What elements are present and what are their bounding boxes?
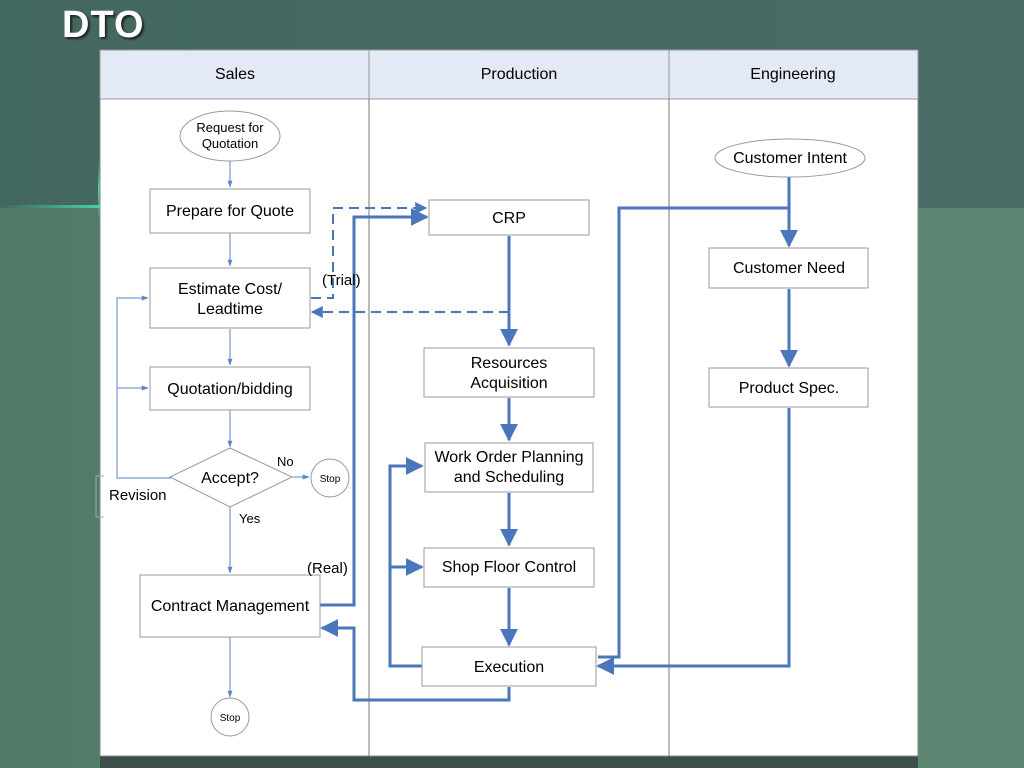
edge-execution-to-workorder (388, 457, 424, 600)
lane-header-production (368, 49, 670, 100)
node-estimate-cost: Estimate Cost/ Leadtime (149, 267, 311, 329)
svg-text:Quotation/bidding: Quotation/bidding (167, 381, 292, 398)
node-execution: Execution (421, 646, 597, 687)
edge-execution-to-shopfloor (388, 558, 424, 668)
lane-title-engineering: Engineering (750, 66, 835, 83)
edge-execution-to-contract (320, 619, 511, 702)
revision-frame (95, 475, 104, 518)
label-trial: (Trial) (322, 272, 361, 289)
edge-real-contract-to-crp (320, 208, 429, 607)
node-crp: CRP (428, 199, 590, 236)
svg-text:Customer Need: Customer Need (733, 260, 845, 277)
svg-text:Contract Management: Contract Management (151, 598, 310, 615)
lane-title-production: Production (481, 66, 558, 83)
edge-spec-to-execution (596, 408, 791, 675)
node-customer-intent: Customer Intent (714, 138, 866, 178)
svg-text:Execution: Execution (474, 659, 544, 676)
node-customer-need: Customer Need (708, 247, 869, 289)
bottom-strip (100, 756, 918, 768)
node-accept-decision: Accept? (168, 447, 294, 508)
node-work-order-planning: Work Order Planning and Scheduling (424, 442, 594, 493)
svg-text:Resources: Resources (471, 355, 547, 372)
label-real: (Real) (307, 560, 348, 577)
lane-header-engineering (668, 49, 919, 100)
node-prepare-for-quote: Prepare for Quote (149, 188, 311, 234)
svg-text:Acquisition: Acquisition (470, 375, 547, 392)
node-stop-no: Stop (310, 458, 350, 498)
label-no: No (277, 454, 294, 469)
node-shop-floor-control: Shop Floor Control (423, 547, 595, 588)
node-resources-acquisition: Resources Acquisition (423, 347, 595, 398)
svg-text:Shop Floor Control: Shop Floor Control (442, 559, 576, 576)
svg-text:Prepare for Quote: Prepare for Quote (166, 203, 294, 220)
node-stop-end: Stop (210, 697, 250, 737)
svg-text:Leadtime: Leadtime (197, 301, 263, 318)
slide-title: DTO (62, 4, 145, 46)
edge-intent-to-execution (598, 190, 791, 659)
node-product-spec: Product Spec. (708, 367, 869, 408)
label-revision: Revision (109, 487, 167, 504)
svg-text:Estimate Cost/: Estimate Cost/ (178, 281, 283, 298)
svg-text:Quotation: Quotation (202, 136, 258, 151)
svg-text:Customer Intent: Customer Intent (733, 150, 847, 167)
svg-text:Stop: Stop (220, 713, 241, 724)
lane-header-sales (99, 49, 370, 100)
edge-trial-estimate-to-crp (311, 202, 428, 299)
svg-text:CRP: CRP (492, 210, 526, 227)
node-contract-management: Contract Management (139, 574, 321, 638)
svg-text:Product Spec.: Product Spec. (739, 380, 840, 397)
decorative-glow-line (0, 205, 110, 208)
svg-text:Stop: Stop (320, 474, 341, 485)
svg-text:Request for: Request for (196, 120, 264, 135)
lane-title-sales: Sales (215, 66, 255, 83)
svg-text:Accept?: Accept? (201, 470, 259, 487)
label-yes: Yes (239, 511, 261, 526)
svg-text:and Scheduling: and Scheduling (454, 469, 564, 486)
svg-text:Work Order Planning: Work Order Planning (434, 449, 583, 466)
node-request-for-quotation: Request for Quotation (179, 110, 281, 162)
node-quotation-bidding: Quotation/bidding (149, 366, 311, 411)
